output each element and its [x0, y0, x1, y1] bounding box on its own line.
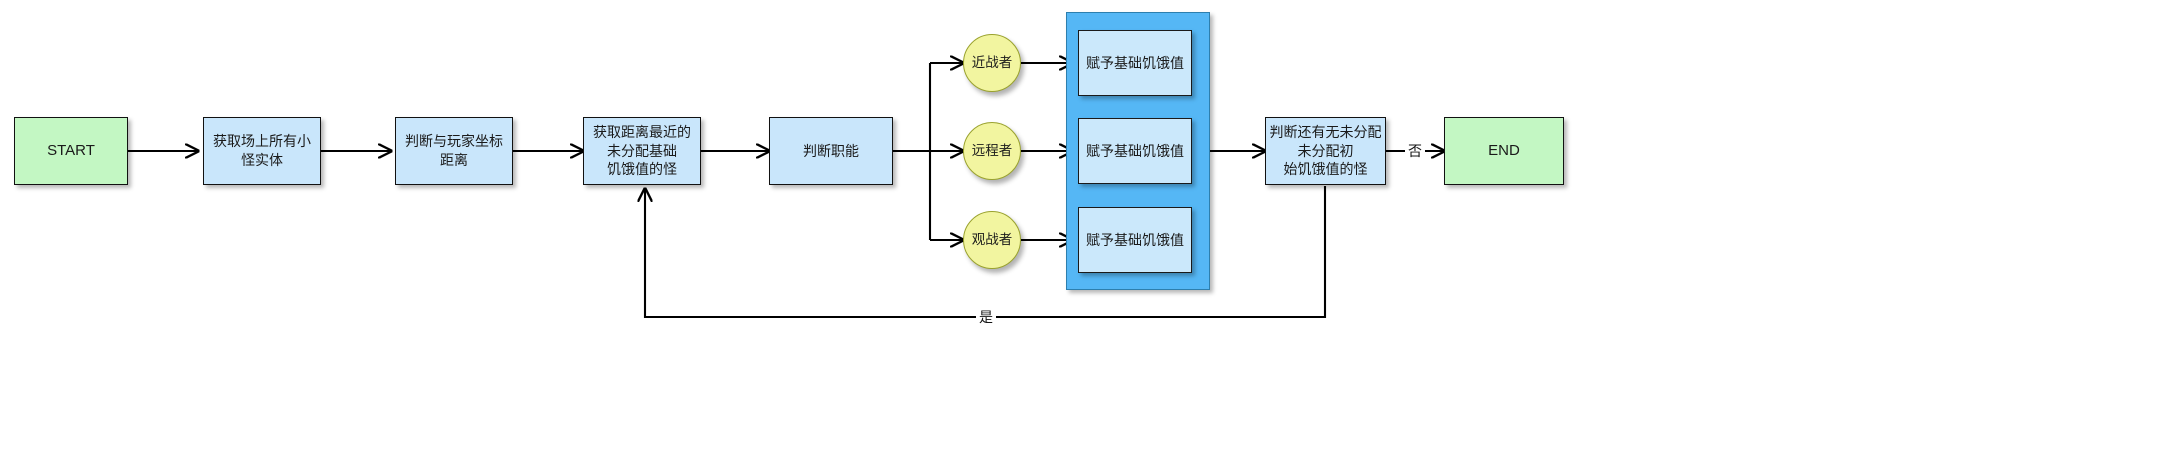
node-assign-hunger-ranged[interactable]: 赋予基础饥饿值 [1078, 118, 1192, 184]
node-role-melee[interactable]: 近战者 [963, 34, 1021, 92]
node-assign-hunger-spectator[interactable]: 赋予基础饥饿值 [1078, 207, 1192, 273]
node-assign-hunger-spectator-label: 赋予基础饥饿值 [1086, 231, 1184, 248]
node-assign-hunger-ranged-label: 赋予基础饥饿值 [1086, 142, 1184, 159]
node-judge-role-label: 判断职能 [803, 142, 859, 159]
node-calc-distance-label: 判断与玩家坐标距离 [405, 133, 503, 168]
node-start-label: START [47, 141, 95, 159]
node-role-spectator-label: 观战者 [971, 231, 1013, 247]
edge-label-yes: 是 [976, 310, 996, 324]
node-end-label: END [1488, 141, 1520, 159]
node-judge-role[interactable]: 判断职能 [769, 117, 893, 185]
node-role-ranged[interactable]: 远程者 [963, 122, 1021, 180]
node-role-ranged-label: 远程者 [971, 142, 1013, 158]
node-check-remaining[interactable]: 判断还有无未分配未分配初 始饥饿值的怪 [1265, 117, 1386, 185]
node-end[interactable]: END [1444, 117, 1564, 185]
node-nearest-unassigned[interactable]: 获取距离最近的未分配基础 饥饿值的怪 [583, 117, 701, 185]
node-get-entities[interactable]: 获取场上所有小怪实体 [203, 117, 321, 185]
node-check-remaining-label: 判断还有无未分配未分配初 始饥饿值的怪 [1269, 123, 1382, 178]
node-role-spectator[interactable]: 观战者 [963, 211, 1021, 269]
edge-label-no: 否 [1405, 144, 1425, 158]
node-assign-hunger-melee[interactable]: 赋予基础饥饿值 [1078, 30, 1192, 96]
node-start[interactable]: START [14, 117, 128, 185]
node-calc-distance[interactable]: 判断与玩家坐标距离 [395, 117, 513, 185]
node-get-entities-label: 获取场上所有小怪实体 [213, 133, 311, 168]
node-nearest-unassigned-label: 获取距离最近的未分配基础 饥饿值的怪 [593, 123, 691, 178]
node-assign-hunger-melee-label: 赋予基础饥饿值 [1086, 54, 1184, 71]
node-role-melee-label: 近战者 [971, 54, 1013, 70]
